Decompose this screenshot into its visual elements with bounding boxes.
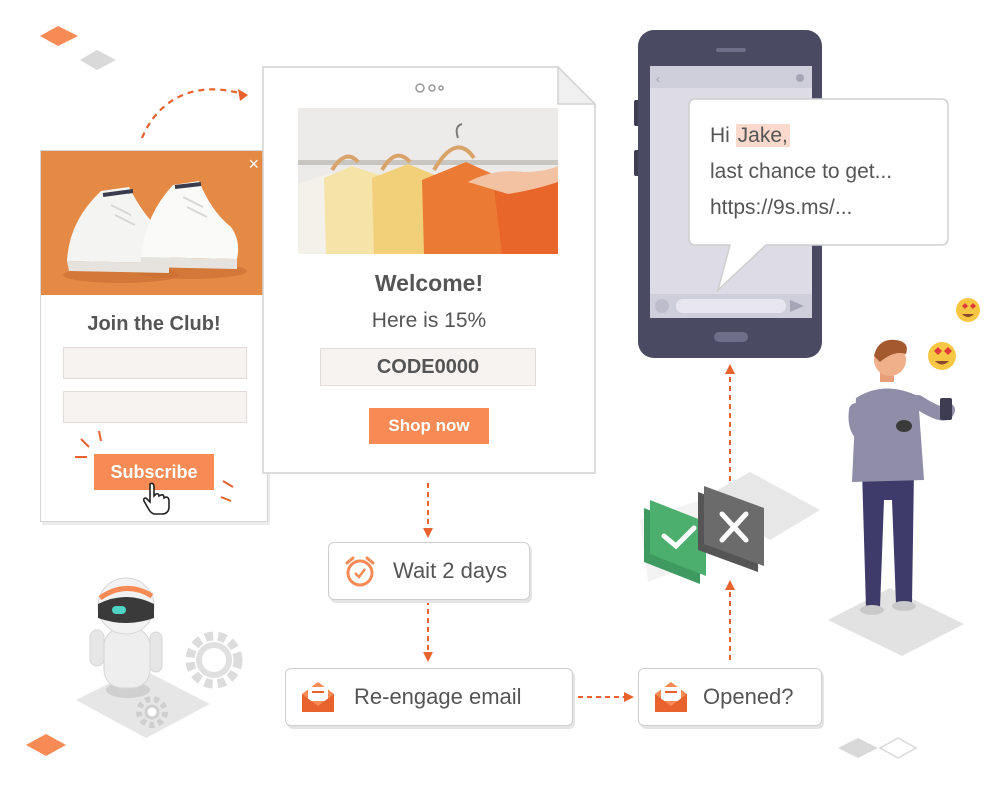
wait-label: Wait 2 days xyxy=(393,558,508,583)
alarm-clock-icon xyxy=(345,556,375,587)
heart-eyes-emoji xyxy=(956,298,980,322)
gear-icon xyxy=(136,696,168,728)
signup-popup: × Join the Club! Subscribe xyxy=(40,150,268,522)
opened-label: Opened? xyxy=(703,684,794,709)
robot-illustration xyxy=(76,577,210,738)
popup-title: Join the Club! xyxy=(87,313,221,335)
email-input[interactable] xyxy=(63,391,247,423)
wait-node: Wait 2 days xyxy=(328,542,530,600)
pointer-hand-icon xyxy=(142,482,170,515)
discount-code-box: CODE0000 xyxy=(320,348,536,386)
reengage-email-node: Re-engage email xyxy=(285,668,573,726)
close-icon[interactable]: × xyxy=(248,154,259,174)
sneakers-image xyxy=(41,151,267,295)
sms-bubble: Hi Jake, last chance to get... https://9… xyxy=(688,98,950,294)
reengage-label: Re-engage email xyxy=(354,684,522,709)
email-card: Welcome! Here is 15% CODE0000 Shop now xyxy=(262,66,596,474)
checkmark-icon xyxy=(644,500,706,584)
name-input[interactable] xyxy=(63,347,247,379)
discount-code: CODE0000 xyxy=(376,355,480,378)
gray-diamond-decor xyxy=(80,50,116,70)
sms-link[interactable]: https://9s.ms/... xyxy=(710,196,853,219)
envelope-icon xyxy=(655,682,687,712)
svg-text:‹: ‹ xyxy=(656,72,660,86)
flow-arrow-popup-to-email xyxy=(140,88,247,139)
orange-diamond-decor xyxy=(26,734,66,756)
orange-diamond-decor xyxy=(40,26,78,46)
sms-line-1: Hi Jake, xyxy=(710,124,790,148)
outline-diamond-decor xyxy=(878,737,918,759)
person-illustration xyxy=(828,339,964,656)
opened-node: Opened? xyxy=(638,668,822,726)
sms-line-2: last chance to get... xyxy=(710,160,893,183)
email-title: Welcome! xyxy=(374,270,484,296)
gear-icon xyxy=(185,631,243,689)
envelope-icon xyxy=(302,682,334,712)
gray-diamond-decor xyxy=(838,738,878,758)
heart-eyes-emoji xyxy=(928,342,956,370)
email-subtitle: Here is 15% xyxy=(371,309,487,332)
shop-now-button[interactable]: Shop now xyxy=(369,408,489,444)
clothing-rack-image xyxy=(298,108,558,254)
sms-recipient-name: Jake, xyxy=(735,124,790,147)
sms-greeting: Hi xyxy=(710,124,736,147)
cross-icon xyxy=(698,486,764,572)
